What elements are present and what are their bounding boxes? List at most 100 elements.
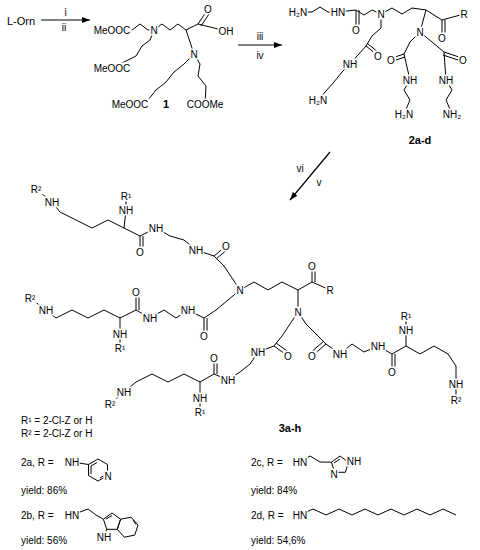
atom-label: HN: [330, 7, 346, 18]
bond-line: [110, 312, 298, 404]
scheme-note: yield: 84%: [250, 485, 298, 496]
atom-label: O: [387, 367, 397, 378]
scheme-note: R² = 2-Cl-Z or H: [20, 428, 93, 439]
bond-line: [130, 54, 194, 104]
atom-label: H₂N: [288, 7, 308, 18]
atom-label: R: [325, 285, 334, 296]
scheme-note: yield: 56%: [20, 535, 68, 546]
atom-label: N: [235, 285, 244, 296]
atom-label: R¹: [400, 311, 413, 322]
atom-label: O: [135, 247, 145, 258]
atom-label: R²: [104, 399, 117, 410]
atom-label: O: [351, 25, 361, 36]
reaction-arrow: [41, 19, 90, 20]
atom-label: NH: [448, 379, 464, 390]
atom-label: iv: [255, 50, 264, 61]
compound-number: 1: [162, 98, 170, 110]
atom-label: NH: [332, 349, 348, 360]
scheme-note: yield: 86%: [20, 485, 68, 496]
compound-box: 1: [92, 0, 236, 112]
starting-material: L-Orn: [4, 10, 38, 30]
reaction-arrow: [290, 152, 330, 200]
atom-label: NH: [220, 375, 236, 386]
atom-label: NH₂: [442, 109, 462, 120]
atom-label: NH: [44, 197, 60, 208]
atom-label: HN: [64, 510, 80, 521]
atom-label: R²: [450, 395, 463, 406]
bond-line: [298, 312, 456, 400]
atom-label: O: [437, 33, 447, 44]
reagent-step: iii: [256, 31, 265, 42]
atom-label: N: [329, 469, 338, 480]
atom-label: NH: [64, 457, 80, 468]
atom-label: R²: [30, 184, 43, 195]
scheme-note: 2a, R =: [20, 457, 55, 468]
bond-line: [36, 189, 240, 290]
bond-line: [117, 517, 138, 537]
scheme-note: 2d, R =: [250, 510, 285, 521]
reaction-arrow: [238, 44, 282, 45]
bond-line: [420, 32, 452, 114]
compound-number: L-Orn: [6, 15, 36, 27]
atom-label: O: [221, 241, 231, 252]
atom-label: R¹: [120, 191, 133, 202]
atom-label: NH: [112, 329, 128, 340]
atom-label: N: [376, 9, 385, 20]
atom-label: R¹: [114, 343, 127, 354]
atom-label: HN: [292, 510, 308, 521]
atom-label: NH: [370, 341, 386, 352]
atom-label: NH: [402, 75, 418, 86]
atom-label: NH: [38, 305, 54, 316]
bond-line: [381, 8, 464, 20]
atom-label: N: [415, 27, 424, 38]
atom-label: O: [209, 353, 219, 364]
atom-label: NH: [398, 325, 414, 336]
bond-line: [334, 459, 340, 463]
atom-label: O: [373, 51, 383, 62]
atom-label: O: [458, 55, 468, 66]
bond-line: [404, 32, 420, 114]
atom-label: NH: [142, 313, 158, 324]
atom-label: H₂N: [394, 109, 414, 120]
atom-label: NH: [438, 75, 454, 86]
scheme-note: yield: 54,6%: [250, 535, 306, 546]
atom-label: O: [131, 287, 141, 298]
atom-label: MeOOC: [93, 25, 132, 36]
atom-label: N: [189, 49, 198, 60]
atom-label: NH: [250, 347, 266, 358]
reagent-step: i: [63, 7, 67, 18]
reagent-step: v: [316, 177, 323, 188]
atom-label: R¹: [194, 407, 207, 418]
bond-line: [91, 463, 97, 467]
atom-label: NH: [148, 223, 164, 234]
atom-label: MeOOC: [111, 99, 150, 110]
atom-label: OH: [218, 26, 235, 37]
atom-label: NH: [116, 387, 132, 398]
atom-label: vi: [295, 163, 304, 174]
atom-label: O: [307, 261, 317, 272]
bond-line: [300, 509, 456, 515]
atom-label: O: [203, 4, 213, 15]
atom-label: R²: [24, 293, 37, 304]
bond-line: [318, 14, 381, 100]
atom-label: NH: [188, 245, 204, 256]
atom-label: HN: [292, 457, 308, 468]
atom-label: H₂N: [308, 95, 328, 106]
scheme-note: 2c, R =: [250, 457, 284, 468]
atom-label: N: [103, 471, 112, 482]
bond-line: [194, 54, 206, 104]
atom-label: N: [293, 307, 302, 318]
bond-line: [91, 466, 92, 474]
atom-label: N: [149, 25, 158, 36]
atom-label: ii: [61, 22, 67, 33]
bond-line: [106, 516, 112, 520]
atom-label: NH: [180, 305, 196, 316]
compound-number: 2a-d: [408, 134, 433, 146]
atom-label: NH: [192, 393, 208, 404]
atom-label: MeOOC: [93, 63, 132, 74]
scheme-note: 2b, R =: [20, 510, 55, 521]
atom-label: NH: [342, 59, 358, 70]
atom-label: NH: [118, 205, 134, 216]
atom-label: O: [199, 331, 209, 342]
